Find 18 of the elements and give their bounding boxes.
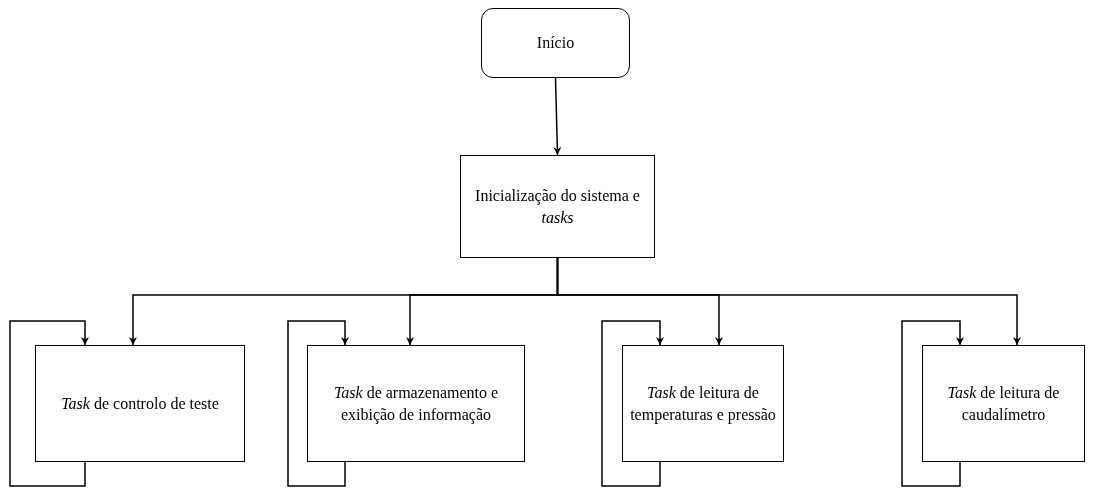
loop-arrow	[901, 320, 964, 487]
loop-arrow	[287, 320, 349, 487]
process-box	[307, 345, 525, 462]
start-terminal	[481, 8, 630, 78]
arrow	[556, 257, 1021, 346]
box-label: Inicialização do sistema e tasks	[474, 185, 641, 228]
loop-arrow	[601, 320, 664, 487]
box-label: Início	[536, 33, 575, 54]
box-label: Task de controlo de teste	[61, 393, 219, 414]
arrow	[553, 77, 562, 156]
process-box	[622, 345, 784, 462]
box-label: Task de leitura de temperaturas e pressão	[629, 382, 777, 426]
box-label: Task de leitura de caudalímetro	[946, 382, 1061, 425]
loop-arrow	[9, 320, 89, 487]
box-label: Task de armazenamento e exibição de informação	[332, 382, 500, 426]
process-box	[922, 345, 1085, 462]
process-box	[460, 155, 655, 258]
process-box	[35, 345, 245, 462]
